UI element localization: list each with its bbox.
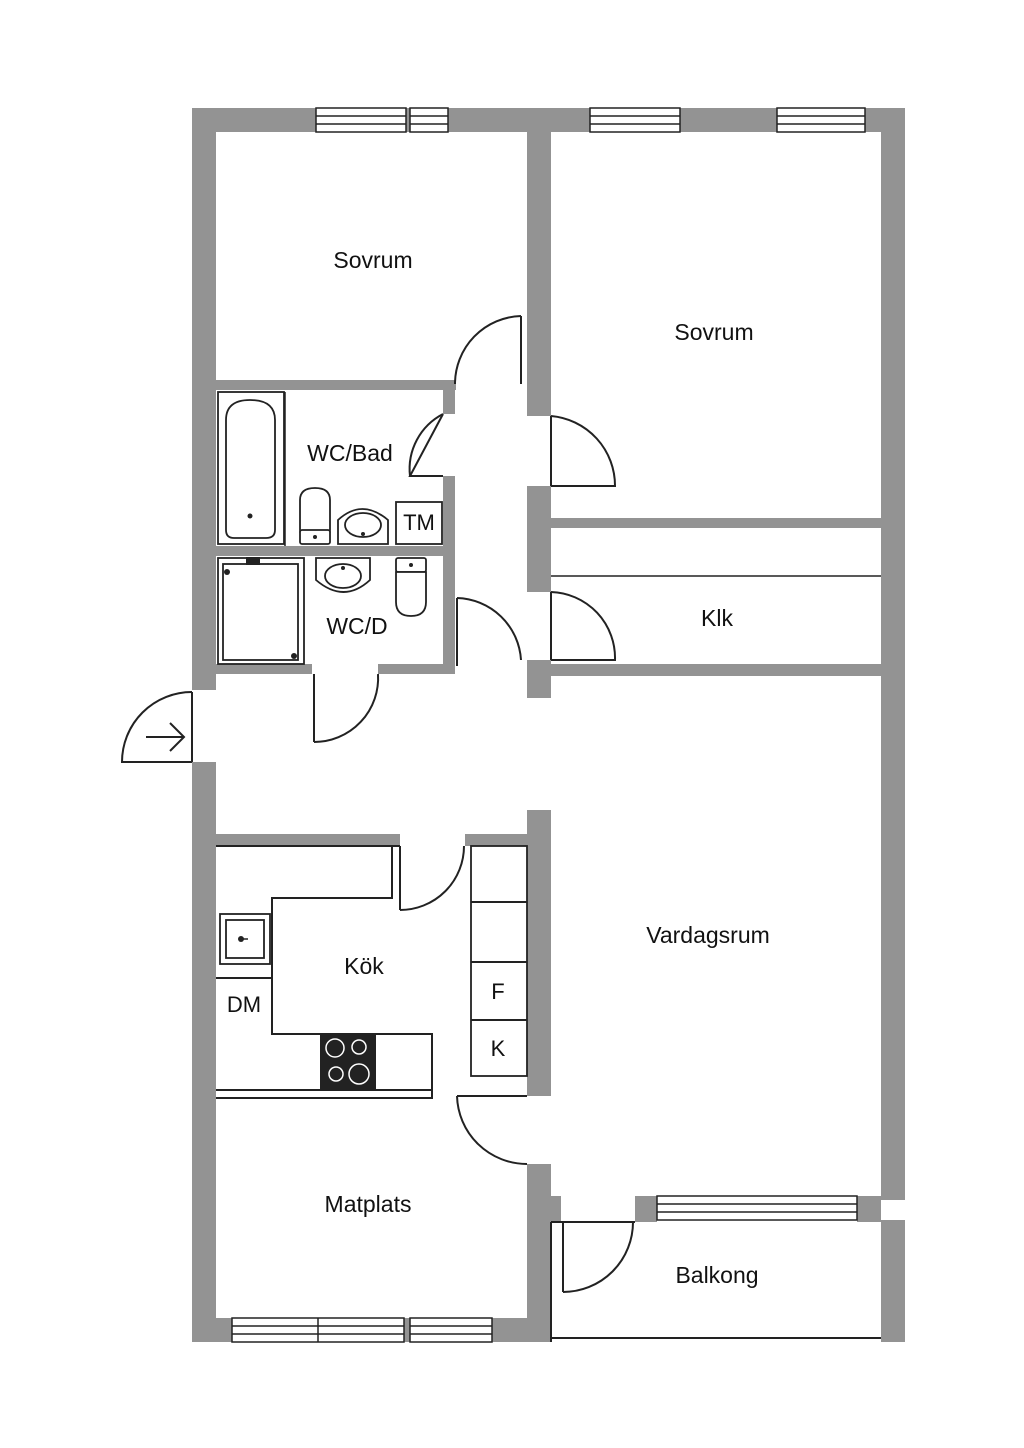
fridge-label: K xyxy=(491,1036,506,1061)
doors xyxy=(120,315,634,1293)
washing-machine-box xyxy=(395,501,443,545)
windows xyxy=(231,107,866,1343)
interior-walls xyxy=(216,132,881,1320)
door-vardagsrum xyxy=(456,1095,528,1165)
entrance-door xyxy=(120,691,193,763)
sink-icon-2 xyxy=(315,557,371,593)
door-wc-d xyxy=(313,673,380,744)
door-balcony xyxy=(562,1221,634,1293)
window-bedroom-1b xyxy=(409,107,449,133)
stove-icon xyxy=(320,1034,376,1090)
window-bedroom-2a xyxy=(589,107,681,133)
window-bedroom-1a xyxy=(315,107,407,133)
room-label-vardagsrum: Vardagsrum xyxy=(646,922,770,948)
kitchen-sink-icon xyxy=(219,913,271,965)
freezer-label: F xyxy=(491,979,504,1004)
balcony-outline xyxy=(550,1221,881,1342)
window-vardagsrum xyxy=(656,1195,858,1221)
room-label-sovrum-2: Sovrum xyxy=(674,319,753,345)
room-label-kok: Kök xyxy=(344,953,384,979)
door-bedroom-1 xyxy=(454,315,522,385)
bathroom-fixtures: TM xyxy=(217,391,443,665)
toilet-icon-2 xyxy=(395,557,427,617)
window-matplats-b xyxy=(409,1317,493,1343)
toilet-icon xyxy=(299,487,331,545)
room-label-balkong: Balkong xyxy=(675,1262,758,1288)
kitchen-fixtures: DM F K xyxy=(216,845,528,1099)
dm-label: DM xyxy=(227,992,261,1017)
tm-label: TM xyxy=(403,510,435,535)
door-closet xyxy=(550,591,617,661)
bathtub-icon xyxy=(217,391,285,545)
room-label-klk: Klk xyxy=(701,605,733,631)
room-label-wc-d: WC/D xyxy=(326,613,387,639)
door-bedroom-2 xyxy=(550,415,617,487)
room-label-wc-bad: WC/Bad xyxy=(307,440,393,466)
room-label-sovrum-1: Sovrum xyxy=(333,247,412,273)
window-matplats-a xyxy=(231,1317,405,1343)
shower-icon xyxy=(217,557,305,665)
door-wc-bad xyxy=(408,413,444,477)
window-bedroom-2b xyxy=(776,107,866,133)
room-label-matplats: Matplats xyxy=(325,1191,412,1217)
sink-icon xyxy=(337,508,389,545)
door-kitchen xyxy=(399,845,465,911)
door-hall xyxy=(456,597,522,666)
room-labels: Sovrum Sovrum WC/Bad WC/D Klk Kök Vardag… xyxy=(307,247,770,1288)
